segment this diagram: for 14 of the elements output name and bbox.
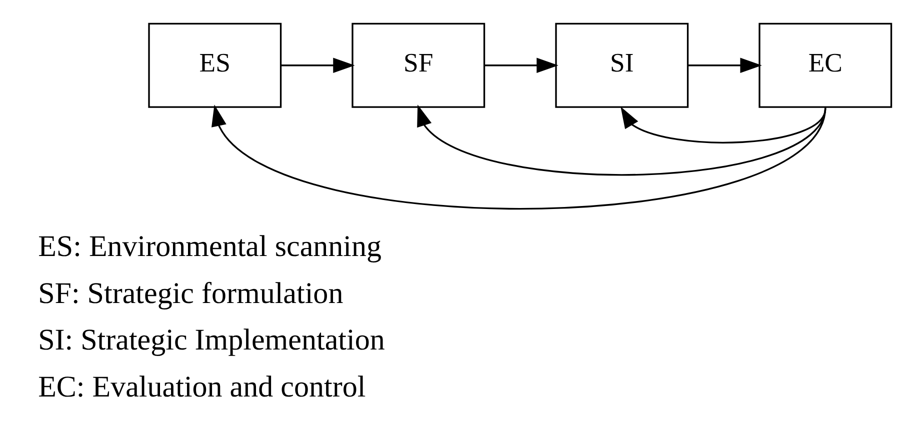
label: SF: Strategic formulation bbox=[38, 276, 344, 310]
arrow bbox=[211, 104, 826, 210]
node-box: SF bbox=[352, 22, 486, 108]
label: SI: Strategic Implementation bbox=[38, 324, 385, 357]
node-box: ES bbox=[148, 22, 282, 108]
arrow bbox=[620, 106, 826, 144]
label: EC: Evaluation and control bbox=[38, 370, 366, 404]
node-box: SI bbox=[555, 22, 689, 108]
arrow bbox=[688, 58, 762, 73]
node-box: EC bbox=[758, 22, 892, 108]
label: ES: Environmental scanning bbox=[38, 230, 382, 264]
arrow bbox=[417, 104, 826, 176]
arrow bbox=[484, 58, 558, 73]
arrow bbox=[280, 58, 355, 73]
